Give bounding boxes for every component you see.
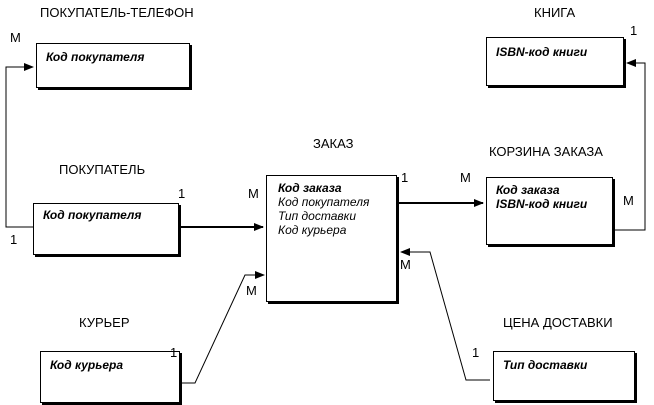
line-cart-book bbox=[614, 59, 646, 231]
card-book-1: 1 bbox=[630, 23, 638, 38]
card-cart-book-m: M bbox=[623, 193, 634, 208]
phone-key: Код покупателя bbox=[46, 50, 145, 64]
card-order-cart-1: 1 bbox=[401, 170, 409, 185]
title-customer: ПОКУПАТЕЛЬ bbox=[59, 162, 146, 177]
entity-customer: Код покупателя bbox=[33, 203, 179, 255]
entity-cart: Код заказа ISBN-код книги bbox=[486, 177, 613, 245]
card-delivery-1: 1 bbox=[472, 345, 480, 360]
entity-delivery: Тип доставки bbox=[493, 351, 635, 401]
card-courier-1: 1 bbox=[170, 345, 178, 360]
entity-book: ISBN-код книги bbox=[486, 37, 624, 86]
order-attr-delivery: Тип доставки bbox=[278, 209, 356, 223]
book-key: ISBN-код книги bbox=[496, 45, 588, 59]
delivery-key: Тип доставки bbox=[503, 358, 588, 372]
card-phone-m: M bbox=[10, 30, 21, 45]
card-order-delivery-m: M bbox=[400, 257, 411, 272]
entity-courier: Код курьера bbox=[40, 351, 180, 403]
card-customer-phone-1: 1 bbox=[10, 232, 18, 247]
customer-key: Код покупателя bbox=[43, 208, 142, 222]
title-cart: КОРЗИНА ЗАКАЗА bbox=[489, 144, 603, 159]
title-book: КНИГА bbox=[534, 5, 576, 20]
cart-key-isbn: ISBN-код книги bbox=[496, 197, 588, 211]
line-delivery-order bbox=[400, 248, 490, 381]
title-phone: ПОКУПАТЕЛЬ-ТЕЛЕФОН bbox=[40, 5, 194, 20]
line-courier-order bbox=[180, 271, 265, 384]
courier-key: Код курьера bbox=[50, 358, 124, 372]
title-delivery: ЦЕНА ДОСТАВКИ bbox=[503, 315, 613, 330]
card-customer-order-1: 1 bbox=[178, 186, 186, 201]
order-attr-courier: Код курьера bbox=[278, 223, 347, 237]
card-cart-order-m: M bbox=[460, 170, 471, 185]
card-order-customer-m: M bbox=[248, 186, 259, 201]
entity-phone: Код покупателя bbox=[36, 43, 190, 88]
card-order-courier-m: M bbox=[246, 283, 257, 298]
cart-key-order: Код заказа bbox=[496, 183, 560, 197]
title-order: ЗАКАЗ bbox=[313, 136, 354, 151]
line-customer-phone bbox=[5, 63, 34, 228]
order-attr-customer: Код покупателя bbox=[278, 195, 370, 209]
title-courier: КУРЬЕР bbox=[79, 315, 130, 330]
order-key: Код заказа bbox=[278, 181, 342, 195]
entity-order: Код заказа Код покупателя Тип доставки К… bbox=[266, 175, 397, 302]
